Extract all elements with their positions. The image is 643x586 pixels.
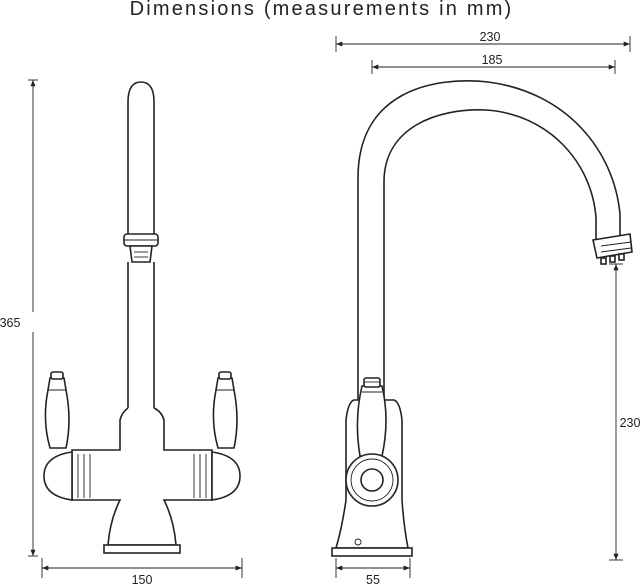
side-base-plate (331, 547, 413, 557)
side-spout-height-dimension: 230 (609, 263, 643, 561)
side-overall-width-label: 230 (480, 30, 501, 44)
side-spout-reach-label: 185 (482, 53, 503, 67)
front-body (71, 407, 213, 546)
front-spout-column (127, 81, 155, 236)
side-view-tap (331, 80, 633, 557)
side-indicator-dot (354, 538, 362, 546)
side-overall-width-dimension: 230 (335, 30, 631, 52)
front-right-valve (211, 451, 241, 501)
side-spout-reach-dimension: 185 (371, 53, 616, 74)
side-base-width-dimension: 55 (335, 558, 411, 586)
side-spout-inner (383, 109, 597, 400)
front-height-label: 365 (0, 316, 20, 330)
front-left-lever (44, 377, 70, 449)
front-column (127, 262, 155, 408)
front-height-dimension: 365 (0, 79, 46, 557)
front-right-lever (212, 377, 238, 449)
front-left-valve (43, 451, 73, 501)
front-spout-nozzle (129, 245, 153, 263)
side-valve-inner (360, 468, 384, 492)
side-spout-outlet (592, 233, 633, 259)
page-title: Dimensions (measurements in mm) (129, 0, 514, 20)
front-view-tap (43, 81, 241, 554)
side-lever (356, 385, 387, 457)
front-base-plate (103, 544, 181, 554)
side-spout-outer (357, 80, 621, 400)
front-width-label: 150 (132, 573, 153, 586)
front-width-dimension: 150 (41, 558, 243, 586)
side-spout-height-label: 230 (620, 416, 641, 430)
side-base-width-label: 55 (366, 573, 380, 586)
